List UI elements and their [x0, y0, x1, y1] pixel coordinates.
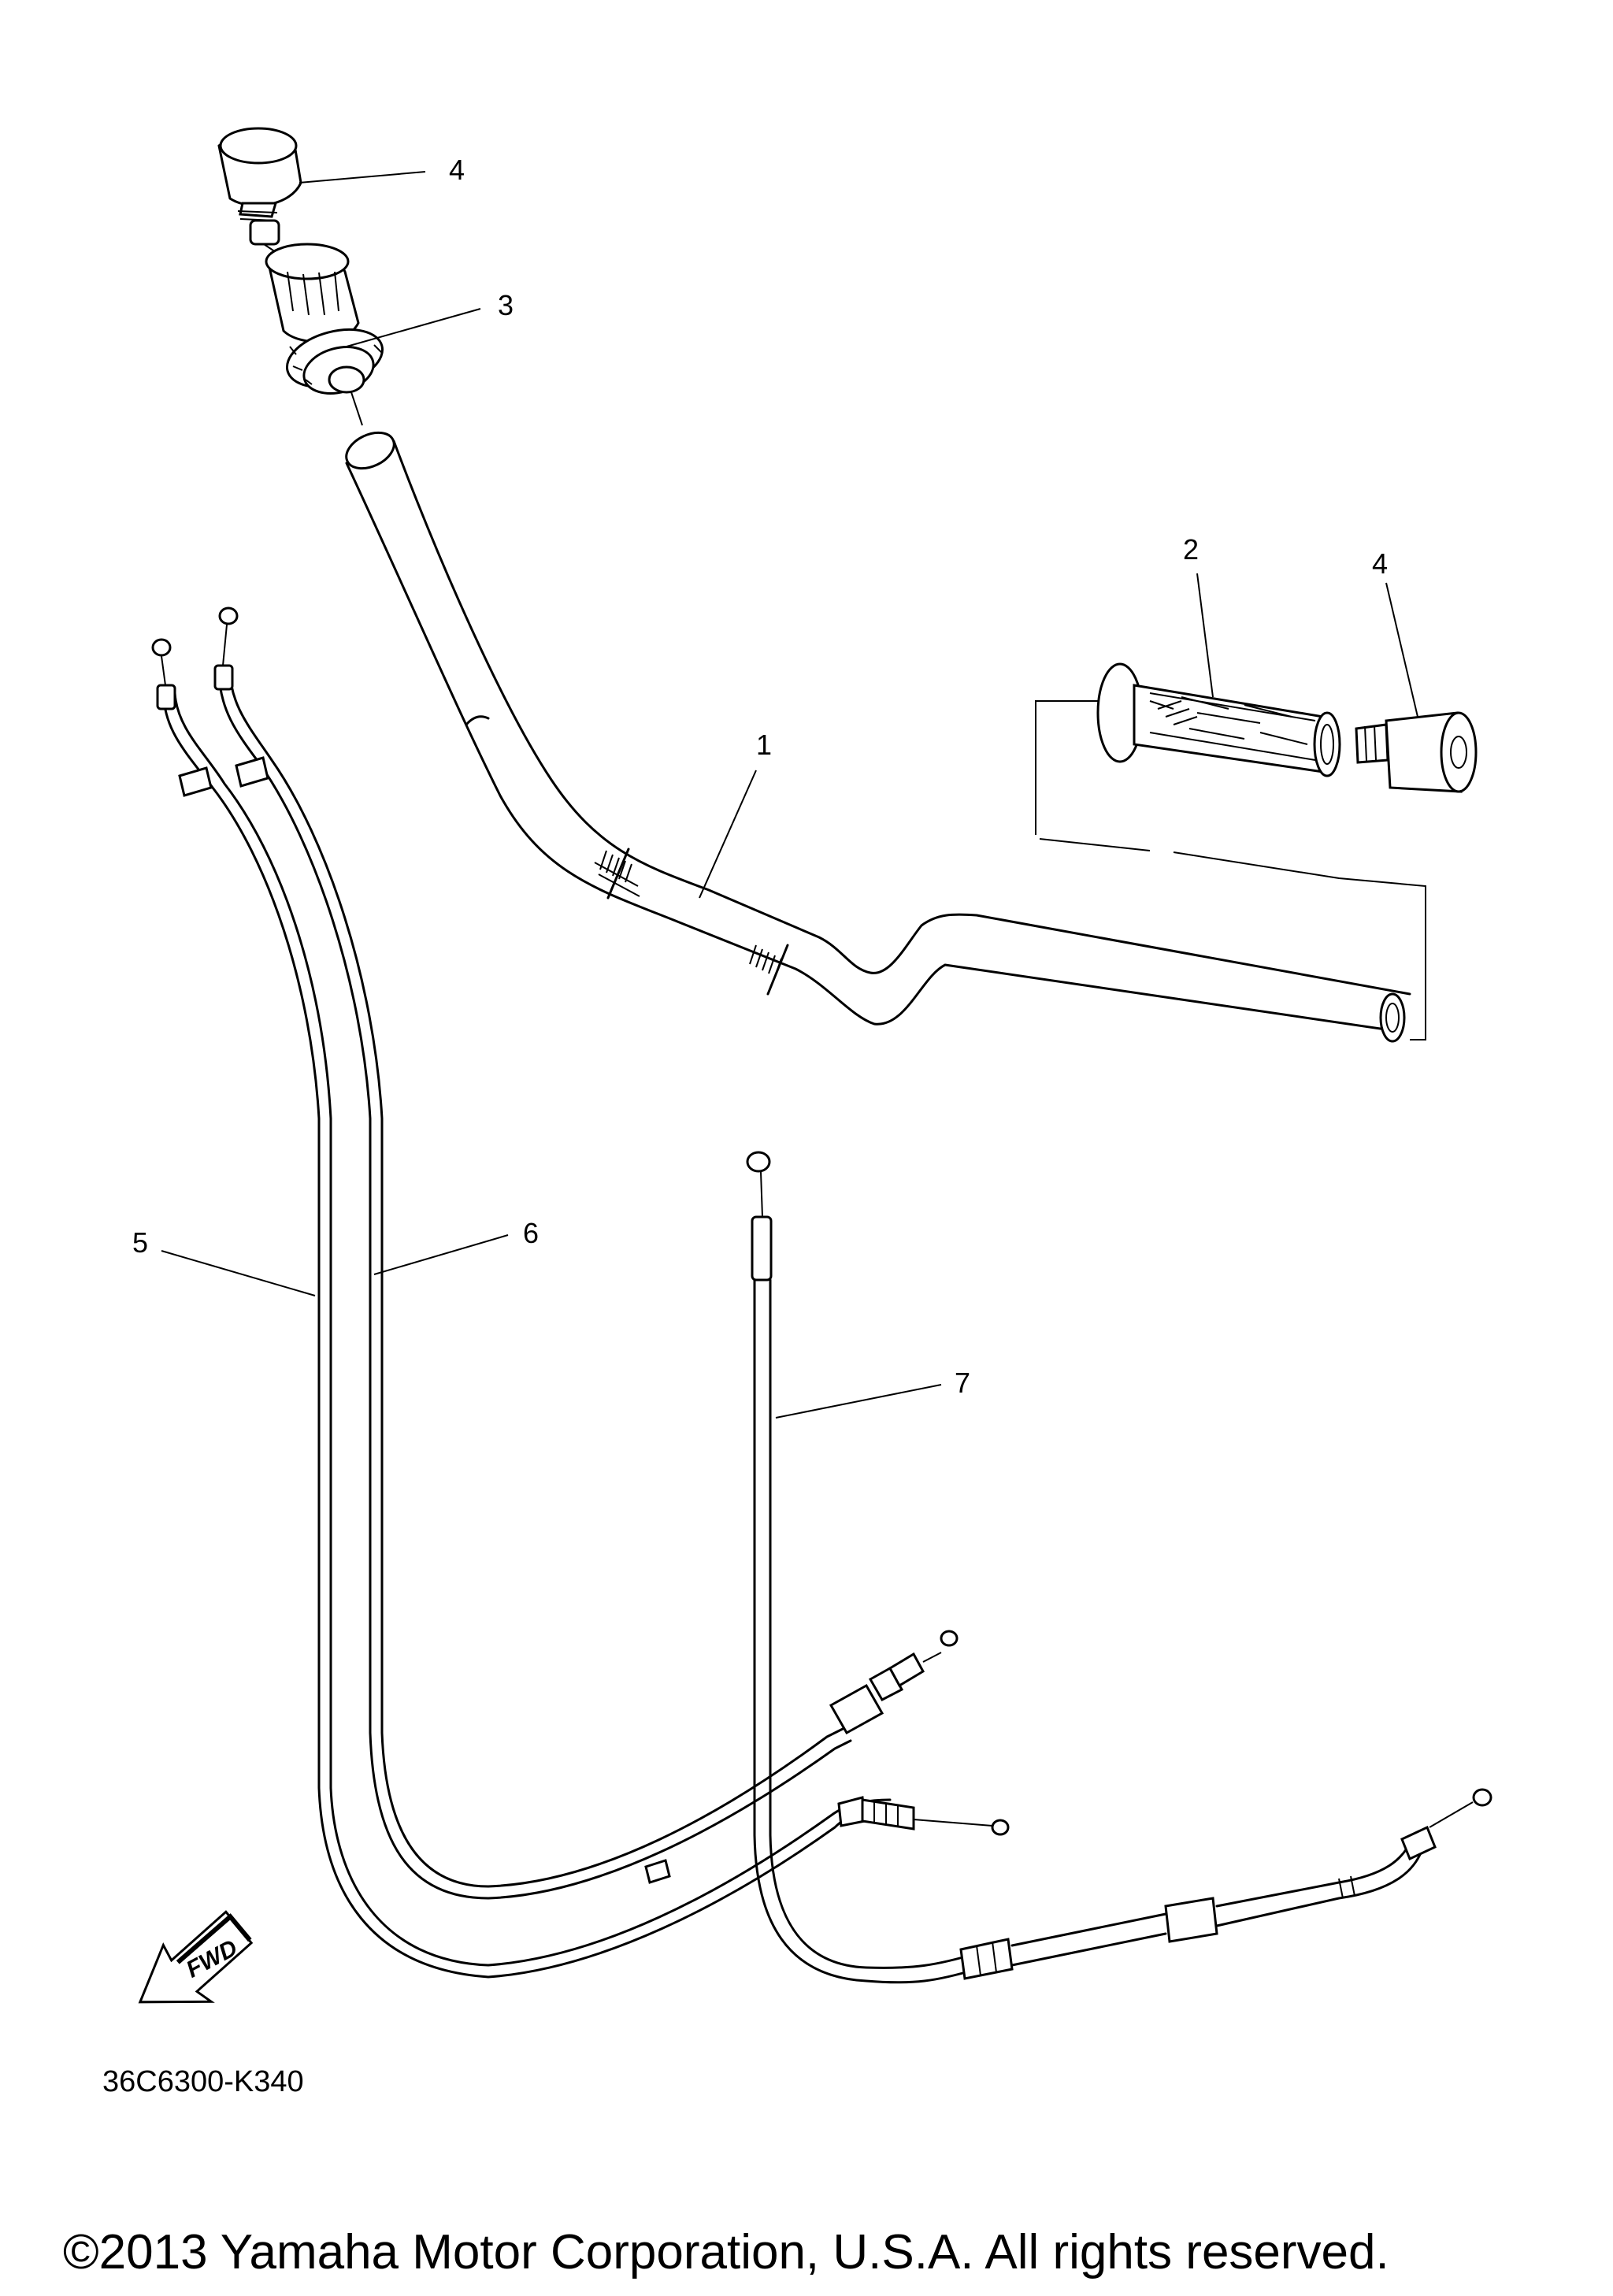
- left-grip-assembly: [217, 127, 384, 395]
- callout-4-top: 4: [449, 154, 465, 186]
- cable-5: [151, 638, 892, 1979]
- callout-2: 2: [1183, 533, 1199, 566]
- leader-lines: [161, 171, 1418, 1419]
- cable-6: [213, 606, 959, 1900]
- diagram-code: 36C6300-K340: [102, 2065, 304, 2098]
- callout-6: 6: [523, 1217, 539, 1249]
- callout-3: 3: [498, 289, 514, 321]
- throttle-grip: [1096, 662, 1341, 777]
- callout-7: 7: [955, 1367, 970, 1399]
- right-grip-assembly: [1035, 662, 1478, 1040]
- callout-1: 1: [756, 729, 772, 761]
- fwd-arrow-icon: FWD: [138, 1910, 254, 2004]
- copyright-notice: ©2013 Yamaha Motor Corporation, U.S.A. A…: [63, 2225, 1389, 2279]
- grip-left: [265, 243, 384, 395]
- bar-end-weight-top: [217, 127, 302, 246]
- cable-5-adjuster: [644, 1796, 1010, 1884]
- callout-5: 5: [132, 1226, 148, 1259]
- cable-6-adjuster: [829, 1630, 959, 1735]
- bar-end-weight-right: [1355, 711, 1478, 793]
- callout-4-right: 4: [1372, 547, 1388, 580]
- cable-7: [746, 1151, 1492, 1984]
- handlebar: [345, 431, 1411, 1043]
